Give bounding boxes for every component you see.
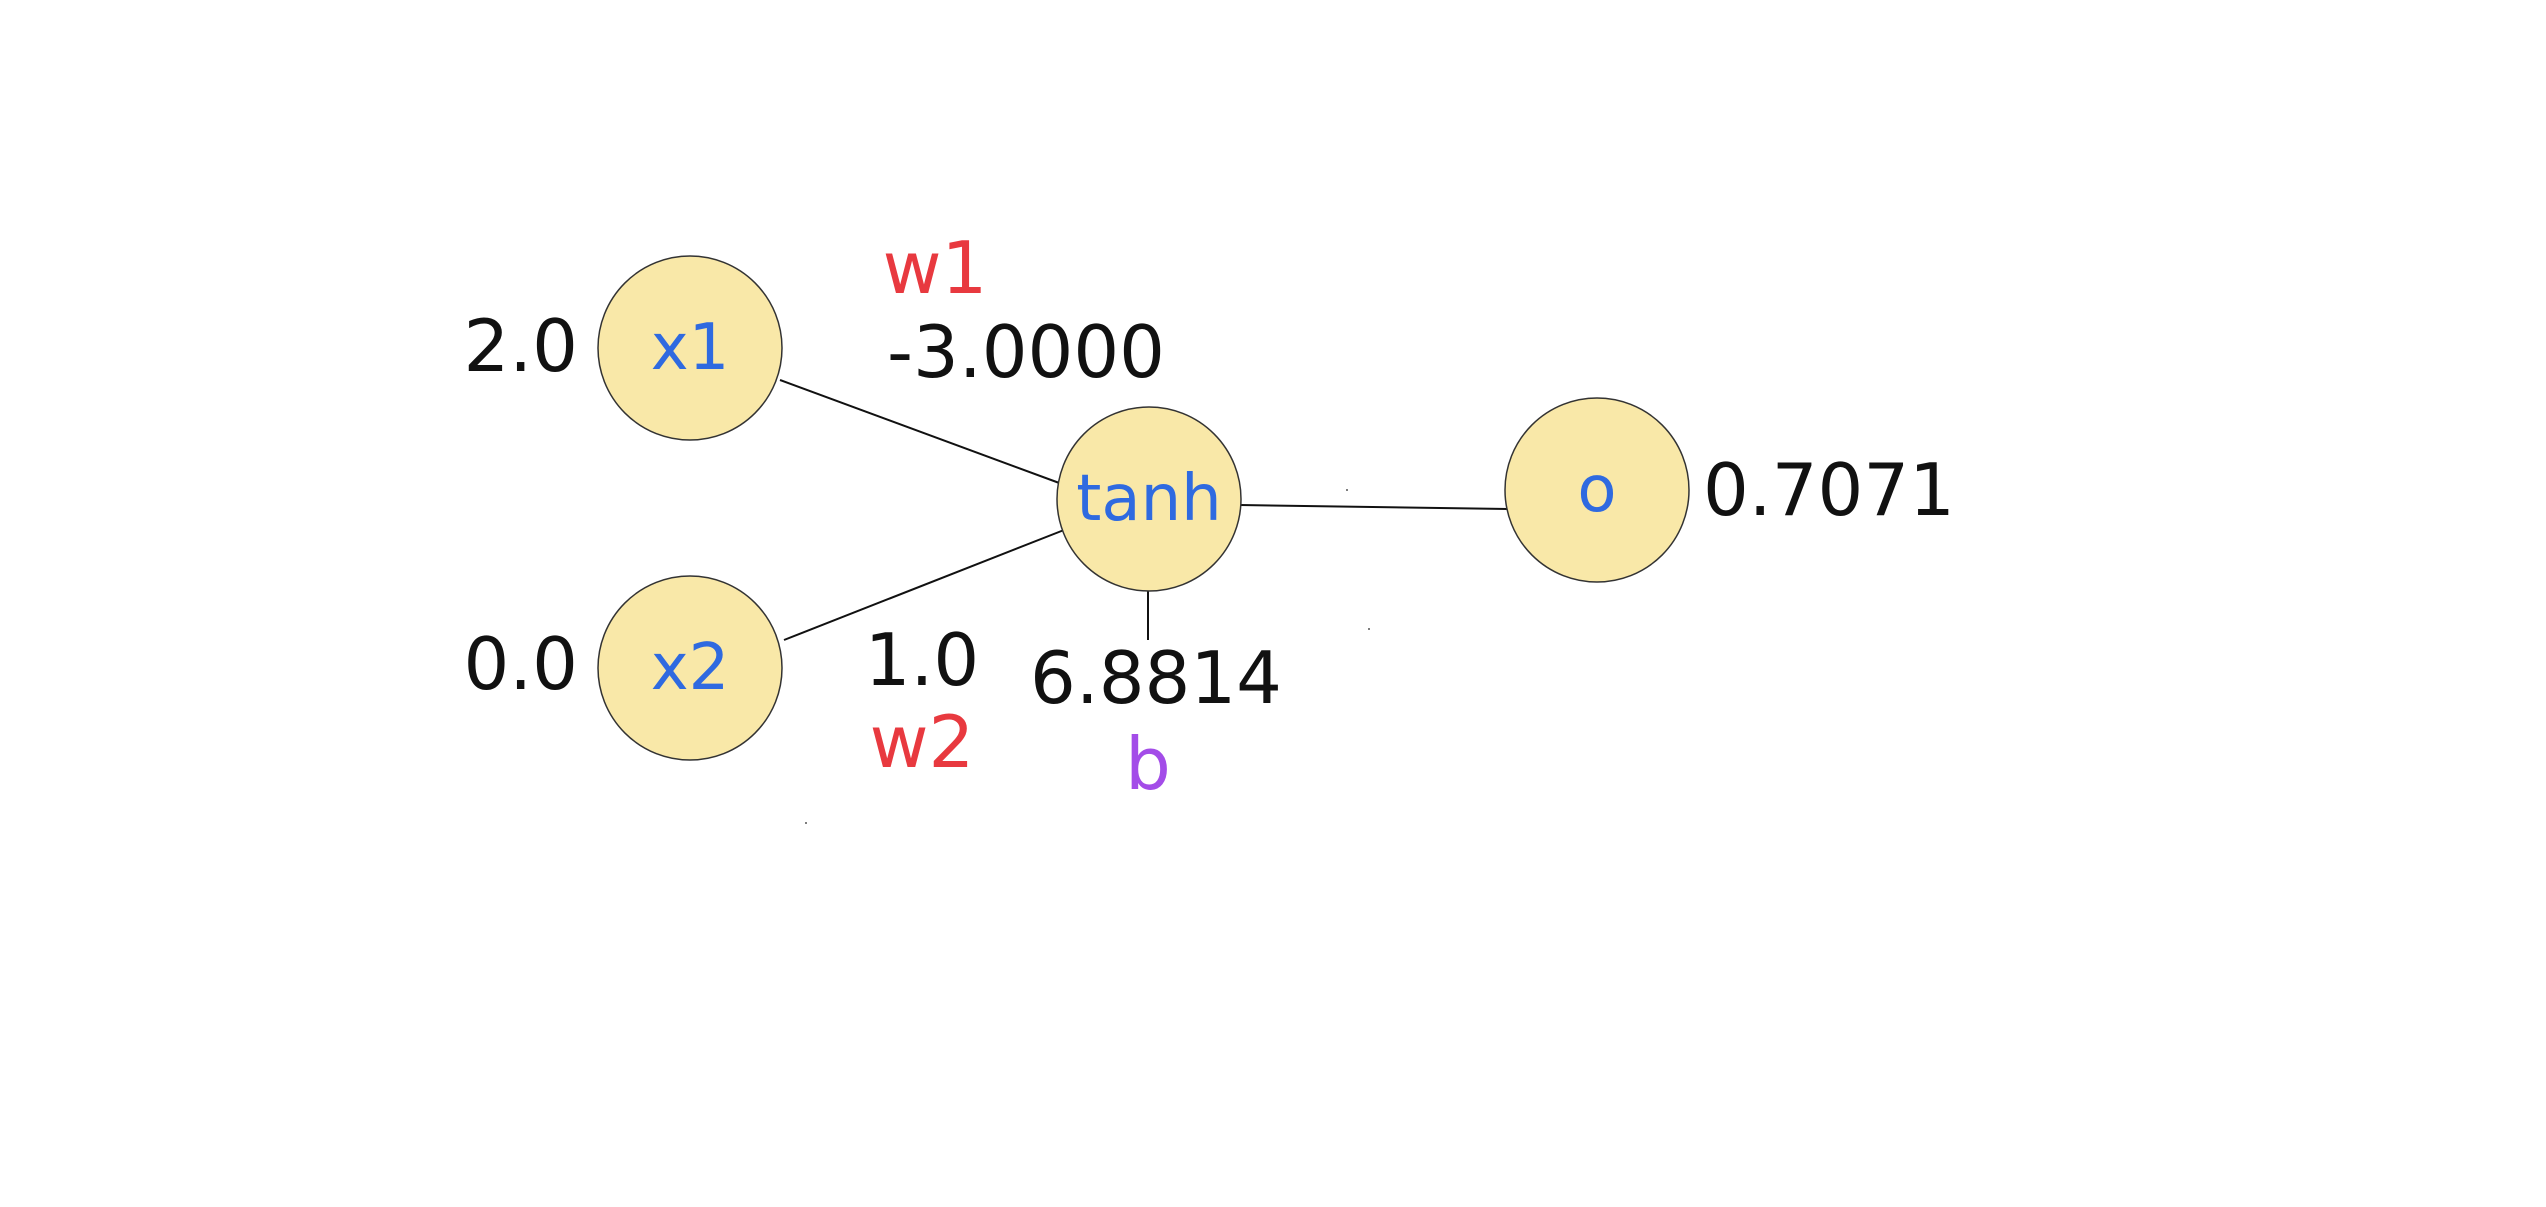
- node-tanh-circle: [1056, 406, 1242, 592]
- node-x2-circle: [597, 575, 783, 761]
- w2-label: w2: [870, 700, 975, 784]
- node-output-label: o: [1577, 453, 1616, 527]
- stray-dot: [805, 822, 807, 824]
- node-x2: x2: [597, 575, 783, 761]
- edge-tanh-to-output: [1239, 504, 1509, 510]
- bias-value: 6.8814: [1030, 636, 1282, 720]
- node-x1: x1: [597, 255, 783, 441]
- stray-dot: [1346, 489, 1348, 491]
- node-x2-label: x2: [651, 631, 730, 705]
- node-output: o: [1504, 397, 1690, 583]
- x1-value: 2.0: [463, 304, 578, 388]
- output-value: 0.7071: [1703, 448, 1955, 532]
- w2-value: 1.0: [865, 618, 980, 702]
- w1-label: w1: [883, 226, 988, 310]
- node-tanh: tanh: [1056, 406, 1242, 592]
- w1-value: -3.0000: [887, 310, 1165, 394]
- edge-x1-to-tanh: [779, 379, 1063, 485]
- node-x1-circle: [597, 255, 783, 441]
- node-output-circle: [1504, 397, 1690, 583]
- node-tanh-label: tanh: [1076, 462, 1221, 536]
- x2-value: 0.0: [463, 622, 578, 706]
- stray-dot: [1368, 628, 1370, 630]
- node-x1-label: x1: [651, 311, 730, 385]
- bias-label: b: [1125, 722, 1171, 806]
- edge-x2-to-tanh: [783, 529, 1065, 641]
